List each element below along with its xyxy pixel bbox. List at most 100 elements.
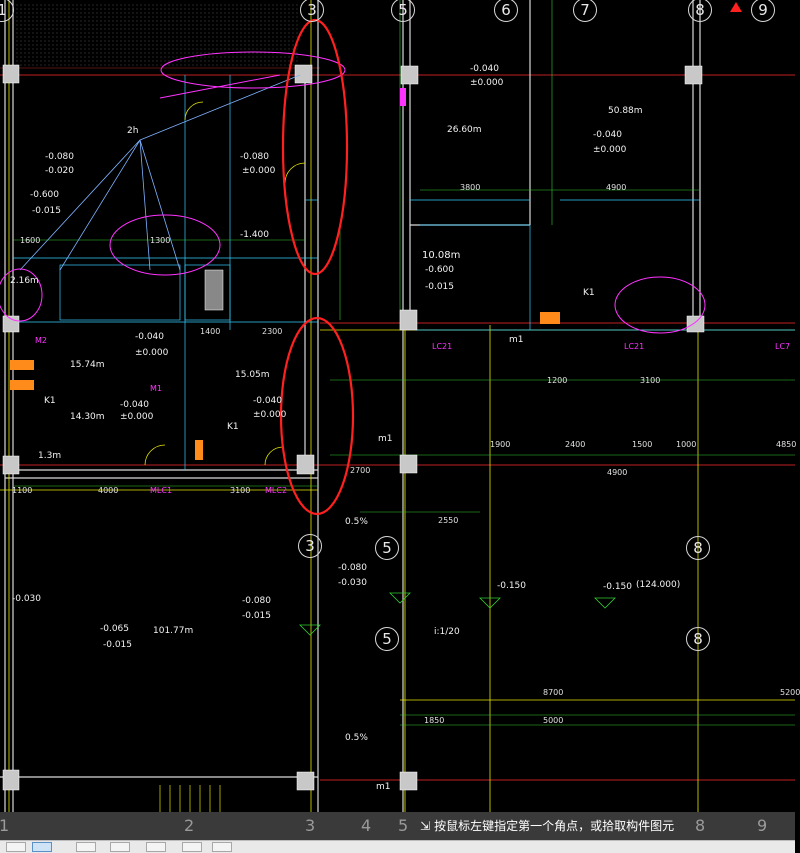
axis-bubble-8-lower: 8 [686,627,710,651]
room-area-label: 26.60m [447,125,482,135]
command-status-bar [0,812,795,840]
room-area-label: 50.88m [608,106,643,116]
axis-bubble-5: 5 [391,0,415,22]
level-label: -0.080 [242,596,272,606]
level-label: -0.040 [120,400,150,410]
room-area-label: 15.05m [235,370,270,380]
door-tag: M2 [35,336,47,345]
dimension-label: 1850 [424,716,445,725]
door-tag: M1 [150,384,162,393]
mark-tag: 1.3m [38,451,62,461]
toolbar-button-point[interactable] [146,842,166,852]
dimension-label: 2300 [262,327,283,336]
level-label: -0.600 [425,265,455,275]
axis-bubble-7: 7 [573,0,597,22]
door-tag: MLC1 [150,486,173,495]
dimension-label: 3100 [230,486,251,495]
toolbar-button-cross[interactable] [76,842,96,852]
axis-strip-2: 2 [184,816,195,835]
level-label: -0.150 [603,582,633,592]
door-tag: MLC2 [265,486,288,495]
axis-bubble-5-lower: 5 [375,627,399,651]
door-tag: K1 [583,288,595,298]
dimension-label: 4000 [98,486,119,495]
level-label: ±0.000 [120,412,154,422]
level-label: -0.030 [338,578,368,588]
dimension-label: 2700 [350,466,371,475]
axis-strip-8: 8 [695,816,706,835]
level-label: -0.015 [103,640,133,650]
level-label: ±0.000 [135,348,169,358]
dimension-label: 8700 [543,688,564,697]
level-label: -0.600 [30,190,60,200]
room-area-label: 15.74m [70,360,105,370]
axis-bubble-5-mid: 5 [375,536,399,560]
level-label: -0.040 [135,332,165,342]
slope-label: 0.5% [345,517,368,527]
level-label: -0.080 [45,152,75,162]
dimension-label: 4900 [606,183,627,192]
axis-bubble-8-mid: 8 [686,536,710,560]
dimension-label: 1900 [490,440,511,449]
level-label: -0.030 [12,594,42,604]
axis-strip-4: 4 [361,816,372,835]
level-label: -0.015 [242,611,272,621]
level-label: -0.015 [425,282,455,292]
dimension-label: 1300 [150,236,171,245]
axis-strip-5: 5 [398,816,409,835]
dimension-label: 5200 [780,688,800,697]
dimension-label: 4850 [776,440,797,449]
mark-tag: m1 [376,782,391,792]
level-label: -0.020 [45,166,75,176]
level-label: -0.040 [593,130,623,140]
dimension-label: 3800 [460,183,481,192]
room-area-label: 2.16m [10,276,39,286]
mark-tag: m1 [378,434,393,444]
corner-cursor-icon: ⇲ [420,818,431,833]
level-label: -0.150 [497,581,527,591]
axis-bubble-3-mid: 3 [298,534,322,558]
mark-tag: m1 [509,335,524,345]
dimension-label: 1200 [547,376,568,385]
axis-bubble-9: 9 [751,0,775,22]
level-label: -0.080 [338,563,368,573]
toolbar-button-1[interactable] [6,842,26,852]
level-label: -1.400 [240,230,270,240]
toolbar-button-copy[interactable] [182,842,202,852]
room-area-label: 10.08m [422,250,461,261]
slope-label: i:1/20 [434,627,460,637]
toolbar-button-line[interactable] [110,842,130,852]
axis-strip-1: 1 [0,816,10,835]
level-label: -0.015 [32,206,62,216]
dimension-label: 1600 [20,236,41,245]
dimension-label: 1000 [676,440,697,449]
dimension-label: 5000 [543,716,564,725]
toolbar-button-arc[interactable] [212,842,232,852]
window-tag: LC21 [624,342,645,351]
bottom-toolbar [0,840,795,853]
level-label: (124.000) [636,580,681,590]
level-label: -0.065 [100,624,130,634]
axis-bubble-8: 8 [688,0,712,22]
axis-strip-9: 9 [757,816,768,835]
toolbar-button-select[interactable] [32,842,52,852]
window-tag: LC7 [775,342,791,351]
dimension-label: 4900 [607,468,628,477]
level-label: ±0.000 [253,410,287,420]
slope-label: 0.5% [345,733,368,743]
level-label: ±0.000 [593,145,627,155]
window-tag: LC21 [432,342,453,351]
axis-strip-3: 3 [305,816,316,835]
dimension-label: 2400 [565,440,586,449]
command-prompt: ⇲ 按鼠标左键指定第一个角点，或拾取构件图元 [420,817,674,834]
level-label: ±0.000 [470,78,504,88]
level-label: ±0.000 [242,166,276,176]
room-area-label: 101.77m [153,626,194,636]
command-prompt-text: 按鼠标左键指定第一个角点，或拾取构件图元 [434,819,675,833]
dimension-label: 1500 [632,440,653,449]
door-tag: K1 [227,422,239,432]
room-area-label: 14.30m [70,412,105,422]
drawing-svg[interactable] [0,0,795,840]
dimension-label: 3100 [640,376,661,385]
